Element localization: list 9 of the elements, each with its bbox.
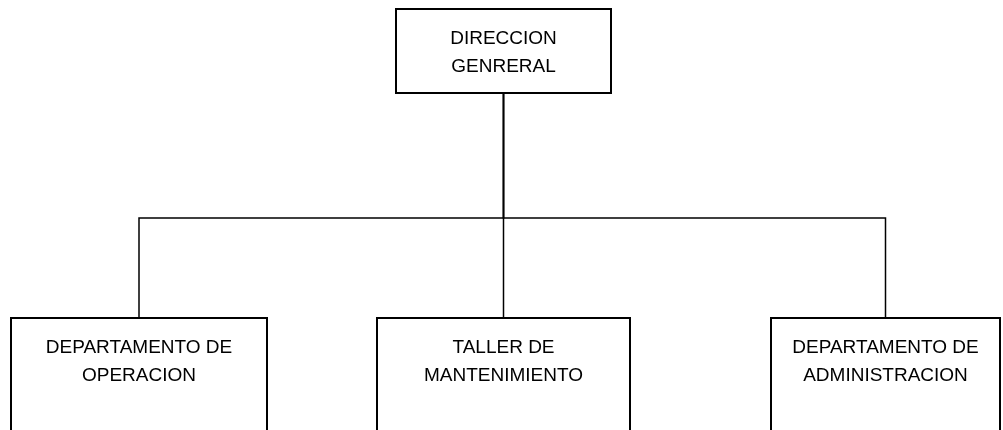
org-box <box>10 317 268 430</box>
org-box <box>376 317 631 430</box>
org-box <box>395 8 612 94</box>
box-label: DEPARTAMENTO DE ADMINISTRACION <box>791 335 980 387</box>
connector-line <box>502 93 887 318</box>
box-label: DIRECCION GENRERAL <box>449 26 558 78</box>
box-label: DEPARTAMENTO DE OPERACION <box>44 335 234 387</box>
box-label: TALLER DE MANTENIMIENTO <box>422 335 584 387</box>
org-box <box>770 317 1001 430</box>
